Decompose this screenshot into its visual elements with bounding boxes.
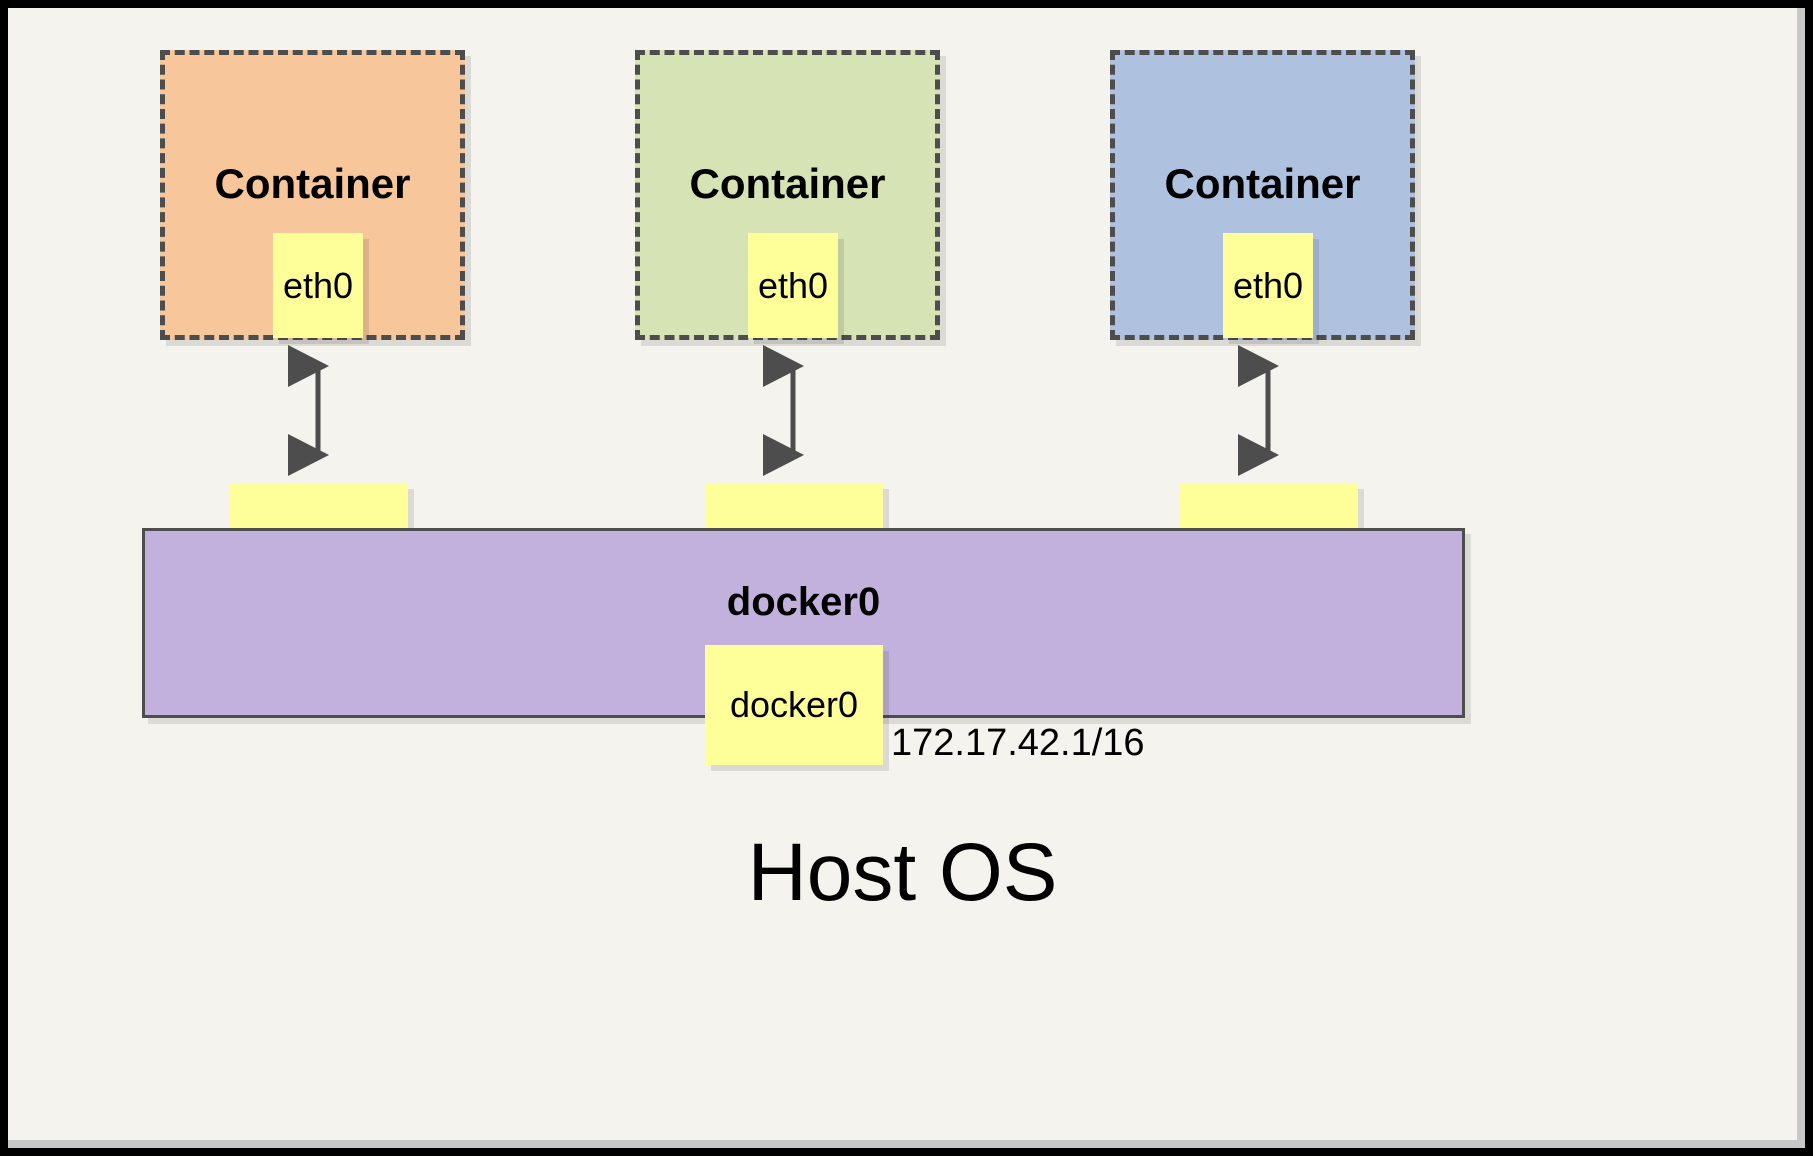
docker0-bridge-label: docker0 xyxy=(726,580,881,624)
link-arrow-3 xyxy=(1238,343,1280,478)
docker0-ip-label: 172.17.42.1/16 xyxy=(891,722,1145,764)
container-title-1: Container xyxy=(214,160,411,207)
host-os-label: Host OS xyxy=(747,827,1058,918)
eth0-box-3[interactable]: eth0 xyxy=(1223,233,1313,338)
container-title-2: Container xyxy=(689,160,886,207)
docker0-port-box[interactable]: docker0 xyxy=(705,645,883,765)
link-arrow-2 xyxy=(763,343,805,478)
link-arrow-1 xyxy=(288,343,330,478)
host-os-panel: Container eth0 vethXX Container eth0 xyxy=(8,8,1797,1140)
eth0-box-1[interactable]: eth0 xyxy=(273,233,363,338)
eth0-box-2[interactable]: eth0 xyxy=(748,233,838,338)
container-title-3: Container xyxy=(1164,160,1361,207)
